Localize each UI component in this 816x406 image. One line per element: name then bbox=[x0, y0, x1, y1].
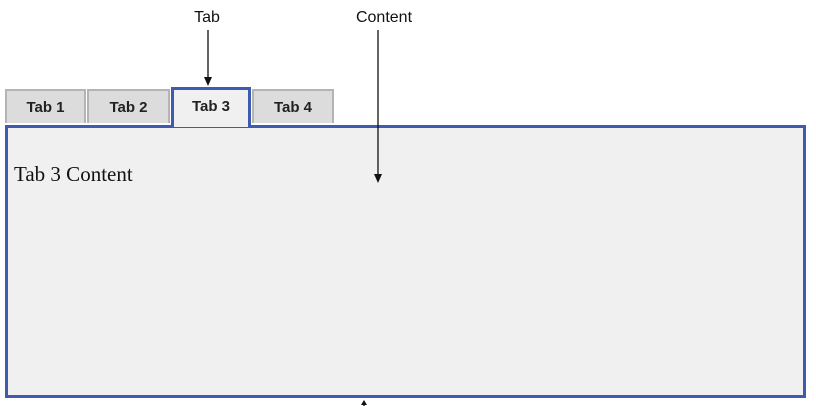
tab-annotation-label: Tab bbox=[194, 9, 220, 26]
tab-2[interactable]: Tab 2 bbox=[87, 89, 170, 123]
tab-3[interactable]: Tab 3 bbox=[171, 87, 251, 127]
bottom-arrow-icon bbox=[361, 400, 367, 406]
tab-content-panel: Tab 3 Content bbox=[5, 125, 806, 398]
content-annotation-label: Content bbox=[355, 9, 413, 26]
tab-content-text: Tab 3 Content bbox=[14, 162, 133, 186]
tab-4[interactable]: Tab 4 bbox=[252, 89, 334, 123]
tab-1[interactable]: Tab 1 bbox=[5, 89, 86, 123]
tab-arrow-icon bbox=[204, 30, 212, 86]
